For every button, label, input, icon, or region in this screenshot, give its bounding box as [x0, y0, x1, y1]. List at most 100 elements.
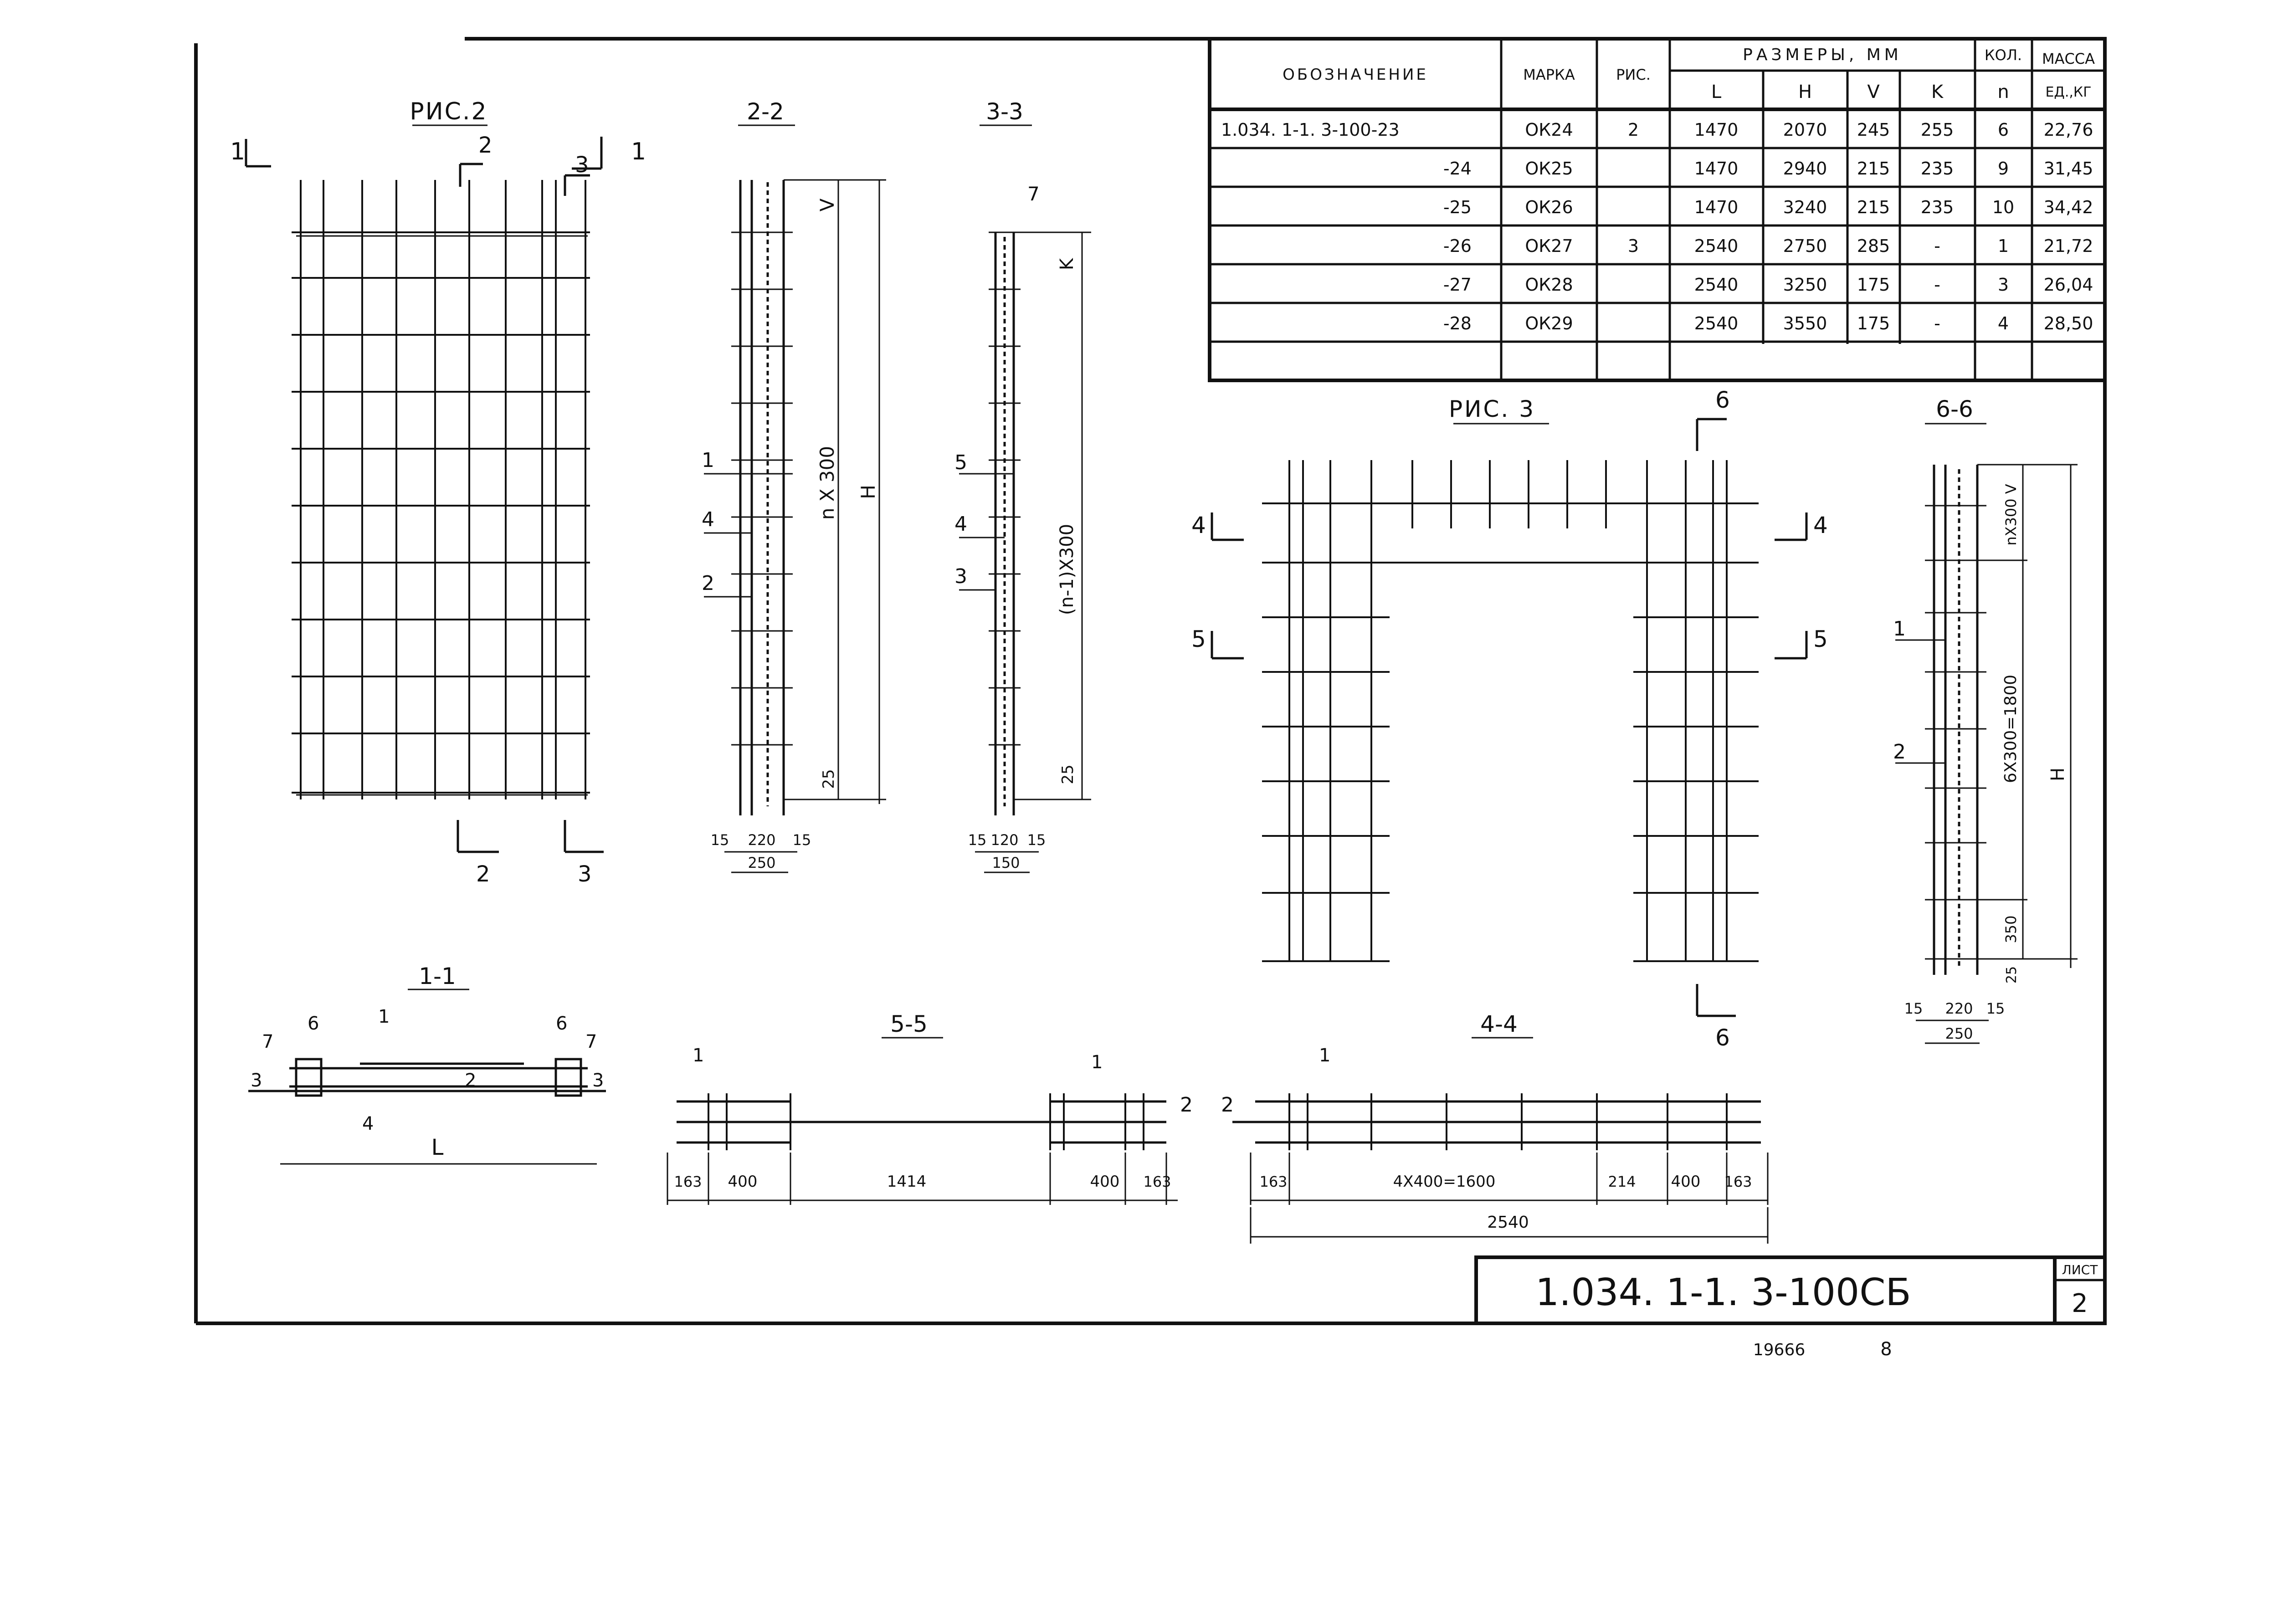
section-2-2: 2-2 V n X 300 H 25 1 4 2 15 220 15 250 [702, 98, 886, 873]
cell-designation: -28 [1443, 313, 1472, 333]
cell-V: 245 [1857, 120, 1890, 140]
fig3-title: РИС. 3 [1449, 396, 1535, 422]
sec-3-3-title: 3-3 [986, 98, 1023, 125]
callout-7: 7 [262, 1031, 273, 1052]
fig3-mesh: РИС. 3 6 6 4 4 5 5 [1191, 387, 1828, 1051]
cell-K: - [1934, 275, 1940, 295]
callout-3: 3 [592, 1070, 604, 1091]
cell-designation: 1.034. 1-1. 3-100-23 [1221, 120, 1400, 140]
table-row: -24 ОК25 1470 2940 215 235 9 31,45 [1443, 159, 2093, 179]
dim-V: V [816, 198, 838, 211]
callout-4: 4 [362, 1113, 374, 1134]
cell-n: 1 [1998, 236, 2009, 256]
table-row: -28 ОК29 2540 3550 175 - 4 28,50 [1443, 313, 2093, 333]
dim-250: 250 [748, 854, 775, 871]
subheader-L: L [1711, 82, 1722, 102]
cell-mass: 31,45 [2044, 159, 2093, 179]
callout-1: 1 [1091, 1052, 1103, 1073]
dim-15: 15 [1904, 1000, 1923, 1017]
dim-nx300v: nX300 V [2002, 484, 2020, 545]
cell-H: 3550 [1783, 313, 1827, 333]
header-qty: КОЛ. [1985, 46, 2022, 64]
section-3-3: 3-3 K (n-1)X300 25 7 5 4 3 15 120 15 150 [954, 98, 1091, 873]
cell-mark: ОК24 [1525, 120, 1573, 140]
label-2: 2 [478, 133, 493, 158]
dim-H: H [857, 485, 879, 499]
dim-250: 250 [1945, 1025, 1973, 1042]
section-5-5: 5-5 163 400 1414 400 163 1 1 2 [667, 1011, 1193, 1205]
dim-15: 15 [1986, 1000, 2005, 1017]
label-4: 4 [1191, 512, 1206, 538]
dim-15: 15 [793, 831, 811, 849]
dim-15: 15 [968, 831, 987, 849]
spec-table: ОБОЗНАЧЕНИЕ МАРКА РИС. РАЗМЕРЫ, ММ КОЛ. … [1208, 37, 2107, 382]
dim-25: 25 [1059, 764, 1077, 784]
cell-designation: -24 [1443, 159, 1472, 179]
stamp-sheet-no: 2 [2072, 1289, 2088, 1318]
callout-2: 2 [1180, 1093, 1193, 1117]
dim-K: K [1057, 257, 1077, 270]
callout-5: 5 [954, 451, 967, 474]
dim-15: 15 [711, 831, 729, 849]
cell-mass: 28,50 [2044, 313, 2093, 333]
cell-V: 215 [1857, 159, 1890, 179]
dim-25: 25 [820, 769, 838, 789]
header-mark: МАРКА [1523, 66, 1575, 83]
callout-4: 4 [954, 512, 967, 536]
footer-page: 8 [1880, 1339, 1892, 1360]
dim-120: 120 [990, 831, 1018, 849]
cell-designation: -26 [1443, 236, 1472, 256]
cell-mark: ОК27 [1525, 236, 1573, 256]
callout-7: 7 [1027, 183, 1040, 205]
header-designation: ОБОЗНАЧЕНИЕ [1283, 66, 1428, 84]
callout-3: 3 [954, 565, 967, 588]
sec-5-5-title: 5-5 [890, 1011, 928, 1037]
cell-H: 2940 [1783, 159, 1827, 179]
cell-V: 175 [1857, 313, 1890, 333]
cell-L: 1470 [1694, 197, 1739, 217]
cell-mark: ОК26 [1525, 197, 1573, 217]
cell-mark: ОК28 [1525, 275, 1573, 295]
fig2-mesh: РИС.2 1 1 2 3 2 3 [230, 98, 646, 887]
cell-n: 10 [1992, 197, 2014, 217]
subheader-n: n [1997, 82, 2009, 102]
cell-n: 3 [1998, 275, 2009, 295]
cell-K: 235 [1921, 159, 1954, 179]
sec-6-6-title: 6-6 [1936, 396, 1973, 422]
callout-2: 2 [702, 572, 714, 595]
label-6: 6 [1715, 1025, 1730, 1051]
dim-220: 220 [1945, 1000, 1973, 1017]
cell-K: - [1934, 236, 1940, 256]
cell-L: 1470 [1694, 120, 1739, 140]
cell-H: 2070 [1783, 120, 1827, 140]
cell-designation: -25 [1443, 197, 1472, 217]
callout-2: 2 [1221, 1093, 1234, 1117]
sec-4-4-title: 4-4 [1480, 1011, 1518, 1037]
cell-mass: 22,76 [2044, 120, 2093, 140]
dim-2540: 2540 [1487, 1213, 1529, 1232]
label-4: 4 [1813, 512, 1828, 538]
callout-1: 1 [378, 1006, 390, 1027]
callout-1: 1 [1893, 617, 1906, 640]
cell-fig: 3 [1628, 236, 1639, 256]
dim-4x400: 4X400=1600 [1393, 1173, 1496, 1191]
cell-mark: ОК29 [1525, 313, 1573, 333]
dim-400: 400 [1671, 1173, 1701, 1191]
cell-mass: 21,72 [2044, 236, 2093, 256]
label-3: 3 [578, 861, 592, 887]
callout-3: 3 [251, 1070, 262, 1091]
label-5: 5 [1191, 626, 1206, 652]
label-3: 3 [575, 152, 589, 178]
cell-n: 4 [1998, 313, 2009, 333]
cell-L: 2540 [1694, 275, 1739, 295]
fig2-title: РИС.2 [410, 98, 487, 125]
cell-mark: ОК25 [1525, 159, 1573, 179]
sec-2-2-title: 2-2 [747, 98, 784, 125]
cell-H: 2750 [1783, 236, 1827, 256]
cell-L: 2540 [1694, 236, 1739, 256]
dim-150: 150 [992, 854, 1020, 871]
cell-V: 175 [1857, 275, 1890, 295]
label-1: 1 [631, 138, 646, 165]
dim-n-x-300: n X 300 [816, 446, 838, 520]
